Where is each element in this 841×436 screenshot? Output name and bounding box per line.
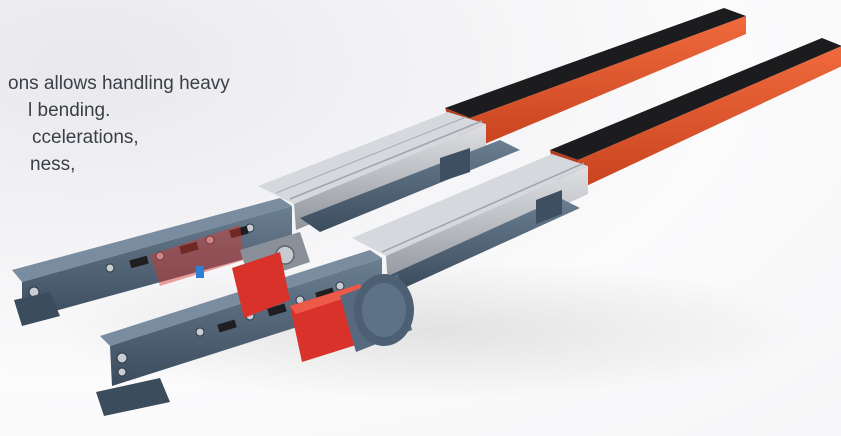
front-belt-housing: [110, 258, 382, 386]
caption-line-2: l bending.: [28, 100, 111, 121]
sensor: [196, 266, 204, 278]
front-axis: [96, 38, 841, 416]
front-base: [388, 198, 580, 288]
back-belt-housing: [22, 206, 292, 320]
caption-line-1: ons allows handling heavy: [8, 73, 230, 94]
drive-motor: [196, 232, 414, 362]
back-rail-top: [258, 112, 486, 204]
front-foot: [536, 190, 562, 224]
back-carriage-body: [470, 16, 746, 146]
back-carriage-top: [445, 8, 746, 118]
front-carriage-body: [578, 46, 841, 188]
front-rail-top: [352, 154, 588, 256]
gearbox-back: [232, 252, 290, 318]
caption-line-4: ness,: [30, 154, 76, 175]
front-carriage-top: [550, 38, 841, 160]
back-belt-housing-top: [12, 198, 292, 282]
front-left-foot: [96, 378, 170, 416]
back-foot: [440, 148, 470, 182]
back-left-foot: [14, 292, 60, 326]
caption-text: ons allows handling heavy l bending. cce…: [0, 70, 360, 178]
back-axis: [12, 8, 746, 326]
caption-line-3: ccelerations,: [32, 127, 139, 148]
